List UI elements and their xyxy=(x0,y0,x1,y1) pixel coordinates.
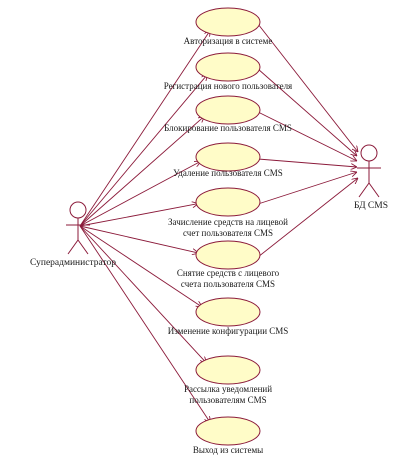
association-admin-uc5 xyxy=(79,204,198,227)
actor-db-cms-leg-left xyxy=(358,182,370,198)
association-db-uc4 xyxy=(257,158,357,167)
association-admin-uc6 xyxy=(79,225,199,253)
actor-superadmin-leg-left xyxy=(67,239,79,255)
association-admin-uc9 xyxy=(79,225,210,423)
actor-db-cms-head xyxy=(360,144,378,162)
use-case-label-uc8-line-2: пользователям CMS xyxy=(189,395,266,405)
use-case-label-uc9-line-1: Выход из системы xyxy=(193,445,263,455)
association-admin-uc1 xyxy=(79,30,210,227)
use-case-label-uc5-line-1: Зачисление средств на лицевой xyxy=(168,217,288,227)
use-case-label-uc7-line-1: Изменение конфигурации CMS xyxy=(168,326,289,336)
actor-superadmin-label: Суперадминистратор xyxy=(30,258,116,268)
use-case-uc3[interactable] xyxy=(195,95,261,125)
use-case-uc7[interactable] xyxy=(195,297,261,327)
use-case-uc8[interactable] xyxy=(195,355,261,385)
actor-superadmin-leg-right xyxy=(77,239,89,255)
use-case-uc2[interactable] xyxy=(195,52,261,82)
association-lines xyxy=(79,23,358,423)
association-db-uc1 xyxy=(257,23,358,152)
use-case-uc9[interactable] xyxy=(195,416,261,446)
actor-db-cms[interactable] xyxy=(357,144,381,198)
use-case-label-uc6-line-2: счета пользователя CMS xyxy=(181,279,275,289)
association-db-uc2 xyxy=(257,68,357,156)
use-case-uc1[interactable] xyxy=(195,7,261,37)
use-case-label-uc2-line-1: Регистрация нового пользователя xyxy=(164,81,292,91)
association-db-uc3 xyxy=(257,111,357,161)
association-admin-uc7 xyxy=(79,225,202,307)
use-case-label-uc1-line-1: Авторизация в системе xyxy=(184,36,273,46)
association-db-uc6 xyxy=(257,178,358,258)
use-case-label-uc8-line-1: Рассылка уведомлений xyxy=(184,384,272,394)
use-case-label-uc6-line-1: Снятие средств с лицевого xyxy=(177,268,280,278)
actor-superadmin[interactable] xyxy=(66,201,90,255)
use-case-label-uc5-line-2: счет пользователя CMS xyxy=(183,228,273,238)
use-case-uc5[interactable] xyxy=(195,187,261,217)
use-case-uc6[interactable] xyxy=(195,240,261,270)
actor-superadmin-head xyxy=(69,201,87,219)
use-case-label-uc4-line-1: Удаление пользователя CMS xyxy=(173,168,283,178)
association-admin-uc3 xyxy=(79,116,204,227)
use-case-label-uc3-line-1: Блокирование пользователя CMS xyxy=(164,123,292,133)
actor-db-cms-label: БД CMS xyxy=(354,201,388,211)
association-admin-uc4 xyxy=(79,161,201,227)
actor-db-cms-leg-right xyxy=(368,182,380,198)
association-db-uc5 xyxy=(257,172,357,205)
association-admin-uc2 xyxy=(79,74,208,227)
use-case-uc4[interactable] xyxy=(195,142,261,172)
association-admin-uc8 xyxy=(79,225,206,363)
